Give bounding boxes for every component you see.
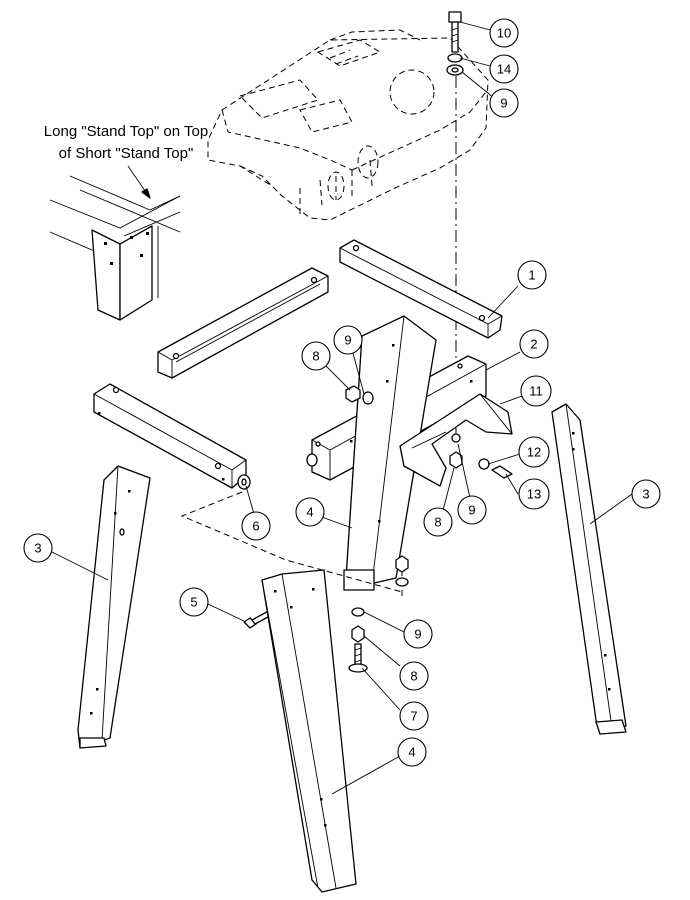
callout-14: 14 bbox=[489, 54, 519, 84]
callout-13: 13 bbox=[518, 478, 550, 510]
svg-text:9: 9 bbox=[344, 333, 351, 348]
stand-top-long-back bbox=[157, 267, 329, 379]
washer-9-a bbox=[362, 391, 374, 405]
stand-top-note-line-1: Long "Stand Top" on Top bbox=[44, 123, 208, 140]
leg-right-part-3 bbox=[551, 403, 627, 735]
leveling-foot-7 bbox=[348, 643, 368, 673]
callout-8-b: 8 bbox=[423, 507, 453, 537]
stand-top-corner-detail bbox=[49, 175, 181, 321]
callout-3-right: 3 bbox=[631, 479, 661, 509]
nut-foot bbox=[395, 555, 409, 573]
svg-text:14: 14 bbox=[497, 62, 511, 77]
washer-9-top bbox=[446, 64, 464, 76]
svg-text:3: 3 bbox=[642, 487, 649, 502]
stand-top-note-line-2: of Short "Stand Top" bbox=[59, 145, 194, 162]
bracket-part-11 bbox=[399, 393, 513, 487]
svg-text:2: 2 bbox=[530, 337, 537, 352]
washer-foot bbox=[395, 577, 409, 587]
note-arrowhead bbox=[141, 188, 151, 199]
callout-10: 10 bbox=[489, 18, 519, 48]
svg-text:5: 5 bbox=[190, 595, 197, 610]
callout-6: 6 bbox=[241, 511, 271, 541]
svg-text:9: 9 bbox=[414, 627, 421, 642]
svg-text:11: 11 bbox=[529, 384, 543, 399]
callout-8-a: 8 bbox=[301, 341, 331, 371]
svg-text:4: 4 bbox=[306, 505, 313, 520]
assembly-line-6 bbox=[180, 491, 403, 593]
washer-6 bbox=[237, 474, 251, 490]
callout-4-upper: 4 bbox=[295, 497, 325, 527]
leg-left-part-3 bbox=[77, 465, 151, 749]
washer-14 bbox=[447, 53, 463, 63]
callout-2: 2 bbox=[519, 329, 549, 359]
callout-1: 1 bbox=[517, 260, 547, 290]
svg-text:12: 12 bbox=[527, 445, 541, 460]
bolt-10 bbox=[448, 11, 462, 53]
callout-3-left: 3 bbox=[23, 533, 53, 563]
callout-9-c: 9 bbox=[403, 619, 433, 649]
callout-9-b: 9 bbox=[457, 495, 487, 525]
callout-8-c: 8 bbox=[399, 661, 429, 691]
svg-text:3: 3 bbox=[34, 541, 41, 556]
callout-9-top: 9 bbox=[489, 88, 519, 118]
nut-8-c bbox=[351, 625, 365, 643]
svg-text:9: 9 bbox=[500, 96, 507, 111]
washer-12 bbox=[478, 458, 490, 470]
svg-text:10: 10 bbox=[497, 26, 511, 41]
svg-text:1: 1 bbox=[528, 268, 535, 283]
svg-text:6: 6 bbox=[252, 519, 259, 534]
svg-text:7: 7 bbox=[410, 709, 417, 724]
svg-text:9: 9 bbox=[468, 503, 475, 518]
svg-text:8: 8 bbox=[434, 515, 441, 530]
svg-text:4: 4 bbox=[408, 745, 415, 760]
callout-11: 11 bbox=[520, 375, 552, 407]
callout-4-lower: 4 bbox=[397, 737, 427, 767]
callout-12: 12 bbox=[518, 436, 550, 468]
callout-5: 5 bbox=[179, 587, 209, 617]
nut-8-left bbox=[306, 453, 318, 467]
callout-9-a: 9 bbox=[333, 325, 363, 355]
svg-text:13: 13 bbox=[527, 487, 541, 502]
svg-text:8: 8 bbox=[410, 669, 417, 684]
svg-text:8: 8 bbox=[312, 349, 319, 364]
screw-13 bbox=[491, 465, 513, 479]
saw-base-outline bbox=[207, 29, 489, 221]
stand-top-short-part-1 bbox=[339, 239, 503, 339]
leg-front-part-4 bbox=[261, 569, 357, 893]
washer-9-c bbox=[351, 607, 365, 617]
callout-7: 7 bbox=[399, 701, 429, 731]
